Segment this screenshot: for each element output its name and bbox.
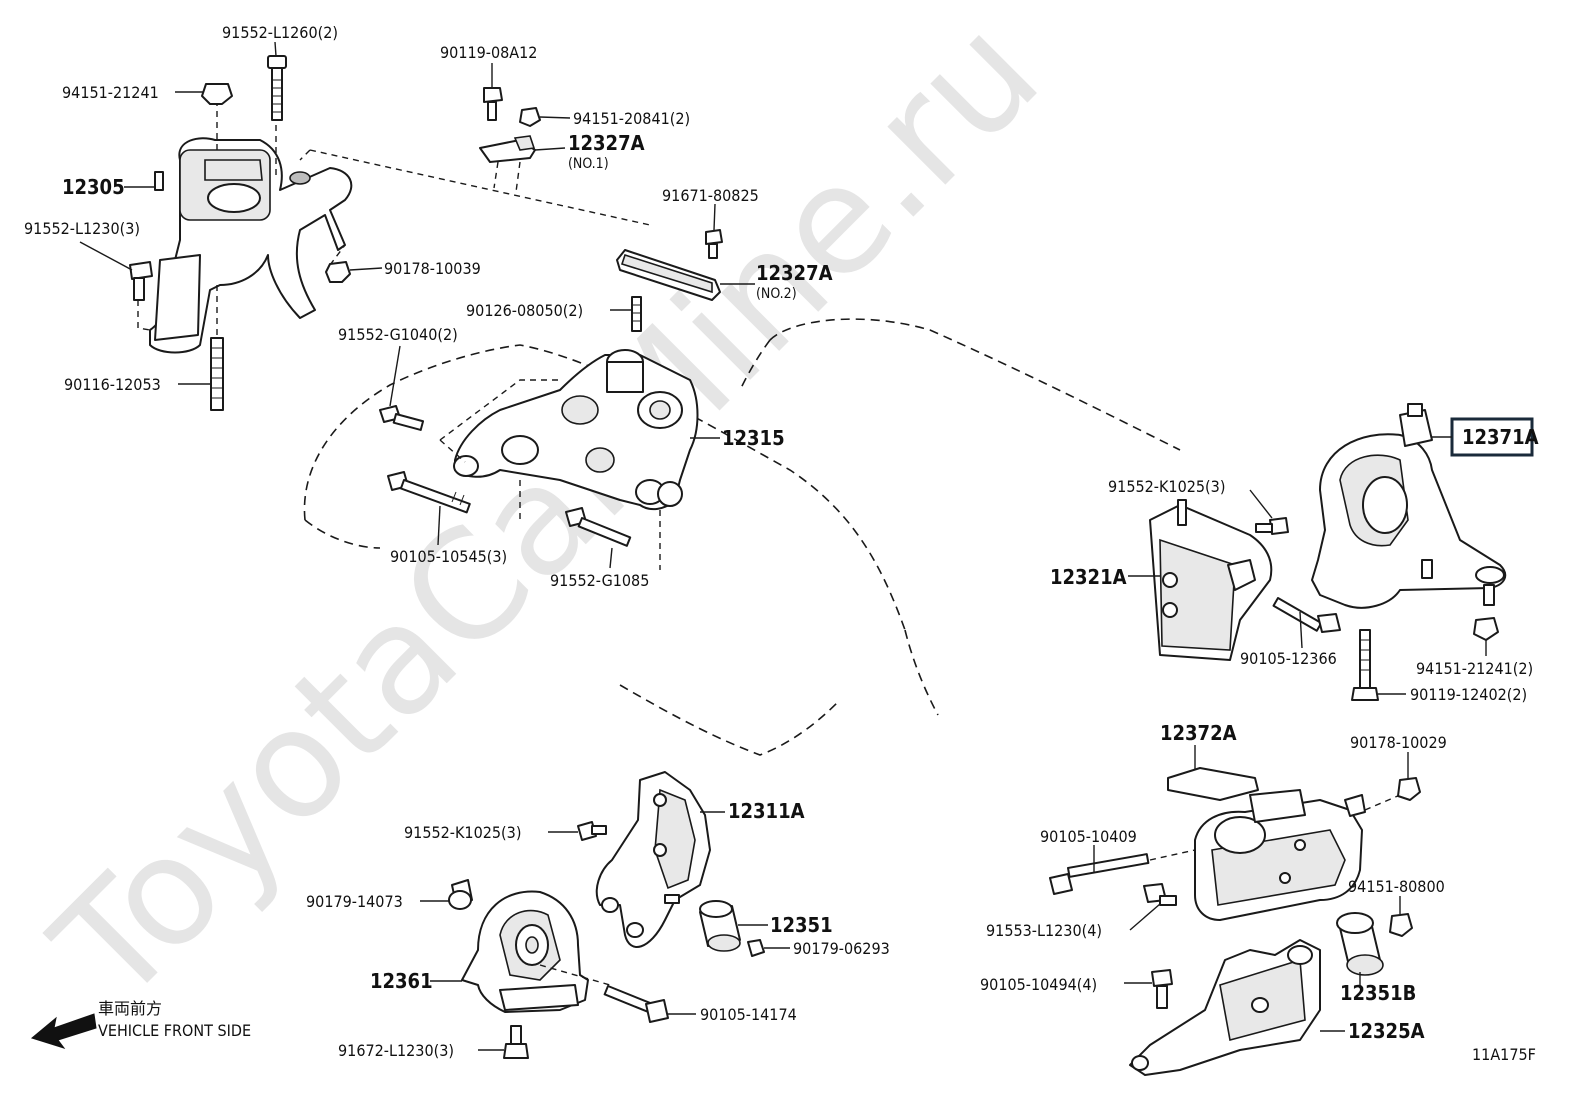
mount-12372A [1167,767,1401,921]
bolt-91552-K1025-l [577,821,607,841]
nut-90179-14073 [448,879,473,910]
label-91672-L1230: 91672-L1230(3) [338,1041,454,1060]
nut-94151-20841 [519,107,541,127]
bolt-91552-L1260 [267,55,287,121]
label-91553-L1230: 91553-L1230(4) [986,921,1102,940]
label-12315: 12315 [722,426,785,450]
label-90179-14073: 90179-14073 [306,892,403,911]
label-94151-21241: 94151-21241 [62,83,159,102]
nut-90178-10029 [1397,777,1421,801]
nut-94151-21241-2 [1473,617,1499,641]
stud-90116-12053 [210,337,224,411]
bolt-91671-80825 [705,229,723,259]
label-90116-12053: 90116-12053 [64,375,161,394]
label-90105-14174: 90105-14174 [700,1005,797,1024]
label-91552-K1025-left: 91552-K1025(3) [404,823,521,842]
bolt-91552-K1025-r [1255,517,1289,535]
leader-lines [79,41,1487,1051]
label-91552-L1230: 91552-L1230(3) [24,219,140,238]
label-12327A-no1: 12327A [568,131,645,155]
bolt-91553-L1230 [1143,883,1177,906]
part-labels: 91552-L1260(2) 94151-21241 12305 91552-L… [24,23,1539,1060]
vehicle-front-jp: 車両前方 [98,999,162,1018]
label-12325A: 12325A [1348,1019,1425,1043]
bolt-91552-G1040 [379,405,425,431]
bolt-91672-L1230 [503,1025,529,1059]
label-91671-80825: 91671-80825 [662,186,759,205]
label-91552-K1025-right: 91552-K1025(3) [1108,477,1225,496]
label-90119-08A12: 90119-08A12 [440,43,537,62]
label-90105-10409: 90105-10409 [1040,827,1137,846]
bolt-90105-10494 [1151,969,1173,1009]
bolt-90105-12366 [1272,597,1341,633]
bracket-12325A [1129,939,1321,1076]
bracket-12327A-no1 [479,135,536,193]
label-12327A-no2: 12327A [756,261,833,285]
bolt-91552-L1230 [129,261,153,301]
label-12311A: 12311A [728,799,805,823]
vehicle-front-indicator: 車両前方 VEHICLE FRONT SIDE [30,999,251,1049]
label-12305: 12305 [62,175,125,199]
bracket-12327A-no2 [616,249,721,301]
label-12372A: 12372A [1160,721,1237,745]
label-90105-10494: 90105-10494(4) [980,975,1097,994]
bracket-12311A [595,771,711,948]
label-90105-12366: 90105-12366 [1240,649,1337,668]
label-90179-06293: 90179-06293 [793,939,890,958]
label-12351B: 12351B [1340,981,1416,1005]
label-90178-10039: 90178-10039 [384,259,481,278]
label-94151-80800: 94151-80800 [1348,877,1445,896]
engine-outline [299,149,1181,756]
nut-90179-06293 [747,939,765,957]
pin [154,171,164,191]
bracket-12321A [1149,499,1273,661]
arrow-left-icon [30,1013,97,1049]
label-90105-10545: 90105-10545(3) [390,547,507,566]
mount-12371A [1311,403,1507,609]
bolt-90119-12402 [1351,629,1379,701]
bolt-90119-08A12 [483,87,503,121]
label-12361: 12361 [370,969,433,993]
stud-90126-08050 [631,296,642,332]
label-12321A: 12321A [1050,565,1127,589]
label-90119-12402: 90119-12402(2) [1410,685,1527,704]
nut-94151-80800 [1389,913,1413,937]
nut-94151-21241 [201,83,233,105]
label-12327A-no2-sub: (NO.2) [756,286,797,302]
bolt-90105-10545 [387,471,471,514]
label-12371A: 12371A [1462,425,1539,449]
label-12351: 12351 [770,913,833,937]
label-91552-G1085: 91552-G1085 [550,571,649,590]
label-90126-08050: 90126-08050(2) [466,301,583,320]
nut-90178-10039 [325,261,351,283]
mount-12361 [461,890,611,1013]
label-94151-20841: 94151-20841(2) [573,109,690,128]
bolt-91552-G1085 [565,507,632,547]
engine-mount-12305 [137,100,353,354]
bolt-90105-10409 [1049,849,1196,895]
diagram-code: 11A175F [1472,1045,1536,1064]
bracket-12315 [439,349,699,570]
vehicle-front-en: VEHICLE FRONT SIDE [98,1021,251,1040]
label-91552-L1260: 91552-L1260(2) [222,23,338,42]
label-94151-21241-2: 94151-21241(2) [1416,659,1533,678]
label-90178-10029: 90178-10029 [1350,733,1447,752]
label-12327A-no1-sub: (NO.1) [568,156,609,172]
bolt-90105-14174 [603,985,669,1023]
label-91552-G1040: 91552-G1040(2) [338,325,458,344]
bushing-12351B [1336,912,1384,976]
bushing-12351 [699,900,741,952]
